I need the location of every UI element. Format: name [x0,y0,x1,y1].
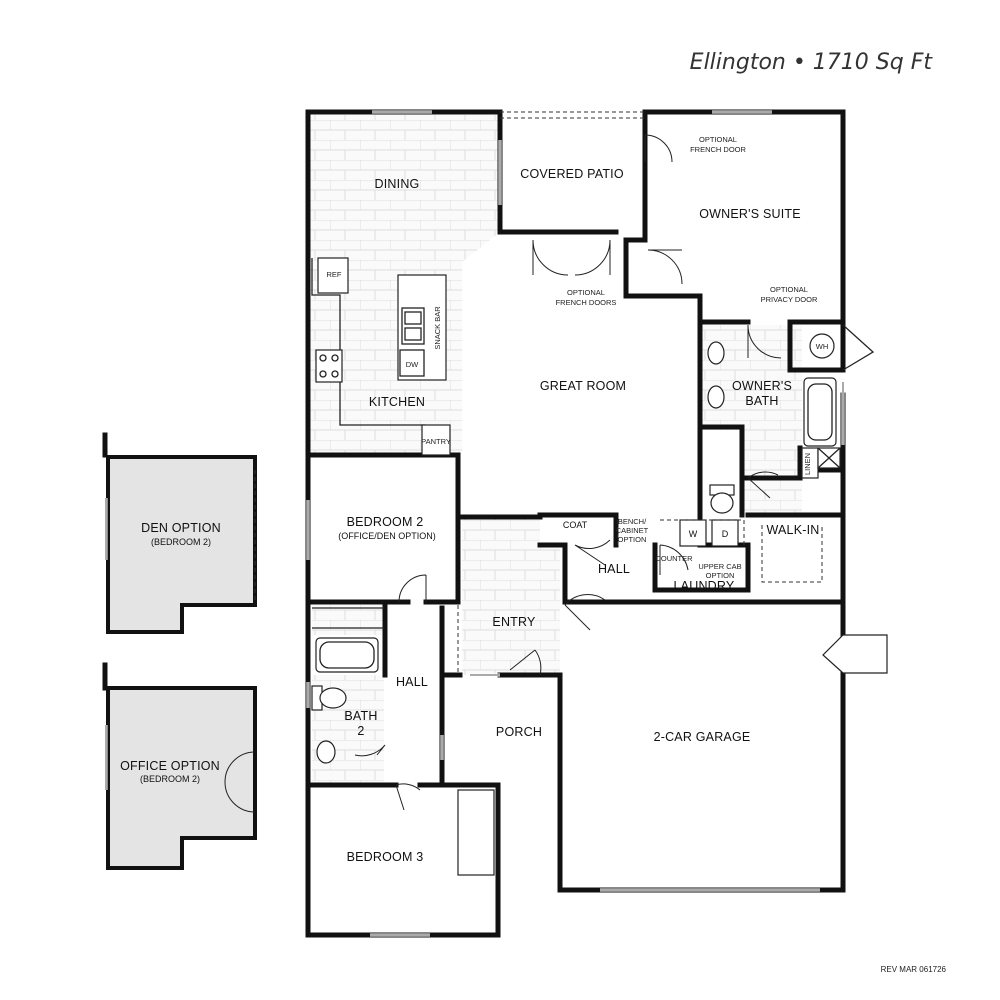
label-snack-bar: SNACK BAR [433,306,442,350]
note-french-door-2: FRENCH DOOR [690,145,746,154]
label-linen: LINEN [803,453,812,475]
label-ref: REF [327,270,342,279]
note-privacy-1: OPTIONAL [770,285,808,294]
label-washer: W [689,529,698,539]
kitchen-fixtures [311,257,451,456]
label-walk-in: WALK-IN [766,523,819,537]
label-owners-bath-1: OWNER'S [732,379,792,393]
label-dw: DW [406,360,419,369]
label-dining: DINING [375,177,420,191]
note-bench-3: OPTION [618,535,647,544]
revision-label: REV MAR 061726 [881,965,947,974]
label-hall-upper: HALL [598,562,630,576]
label-office-option: OFFICE OPTION [120,759,220,773]
windows [306,110,845,937]
label-owners-bath-2: BATH [745,394,778,408]
label-office-option-sub: (BEDROOM 2) [140,774,200,784]
label-hall-lower: HALL [396,675,428,689]
den-option [102,432,257,634]
note-upper-1: UPPER CAB [698,562,741,571]
label-owners-suite: OWNER'S SUITE [699,207,801,221]
plan-title: Ellington • 1710 Sq Ft [690,50,934,75]
garage-vent [822,634,888,674]
doors [354,134,782,811]
label-bedroom-2-option: (OFFICE/DEN OPTION) [338,531,436,541]
note-bench-2: CABINET [616,526,649,535]
label-garage: 2-CAR GARAGE [654,730,751,744]
note-french-doors-1: OPTIONAL [567,288,605,297]
room-labels: DINING COVERED PATIO OWNER'S SUITE KITCH… [338,167,819,864]
office-option [102,662,257,870]
note-french-door-1: OPTIONAL [699,135,737,144]
label-coat: COAT [563,520,588,530]
label-bath-2-1: BATH [344,709,377,723]
note-privacy-2: PRIVACY DOOR [761,295,818,304]
label-dryer: D [722,529,729,539]
label-bedroom-3: BEDROOM 3 [347,850,424,864]
note-french-doors-2: FRENCH DOORS [556,298,617,307]
option-labels: DEN OPTION (BEDROOM 2) OFFICE OPTION (BE… [120,521,221,784]
label-laundry: LAUNDRY [674,579,735,593]
label-entry: ENTRY [492,615,536,629]
plan-notes: OPTIONAL FRENCH DOOR OPTIONAL FRENCH DOO… [556,135,818,580]
label-wh: WH [816,342,829,351]
label-bedroom-2: BEDROOM 2 [347,515,424,529]
fixture-labels: REF SNACK BAR DW PANTRY WH LINEN W D COU… [327,270,829,563]
bath-fixtures [311,324,875,764]
label-bath-2-2: 2 [357,724,364,738]
label-pantry: PANTRY [421,437,451,446]
label-great-room: GREAT ROOM [540,379,626,393]
label-den-option-sub: (BEDROOM 2) [151,537,211,547]
label-kitchen: KITCHEN [369,395,425,409]
laundry-fixtures [457,519,823,876]
note-bench-1: BENCH/ [618,517,647,526]
label-counter: COUNTER [655,554,693,563]
label-porch: PORCH [496,725,542,739]
label-den-option: DEN OPTION [141,521,221,535]
label-covered-patio: COVERED PATIO [520,167,624,181]
note-upper-2: OPTION [706,571,735,580]
